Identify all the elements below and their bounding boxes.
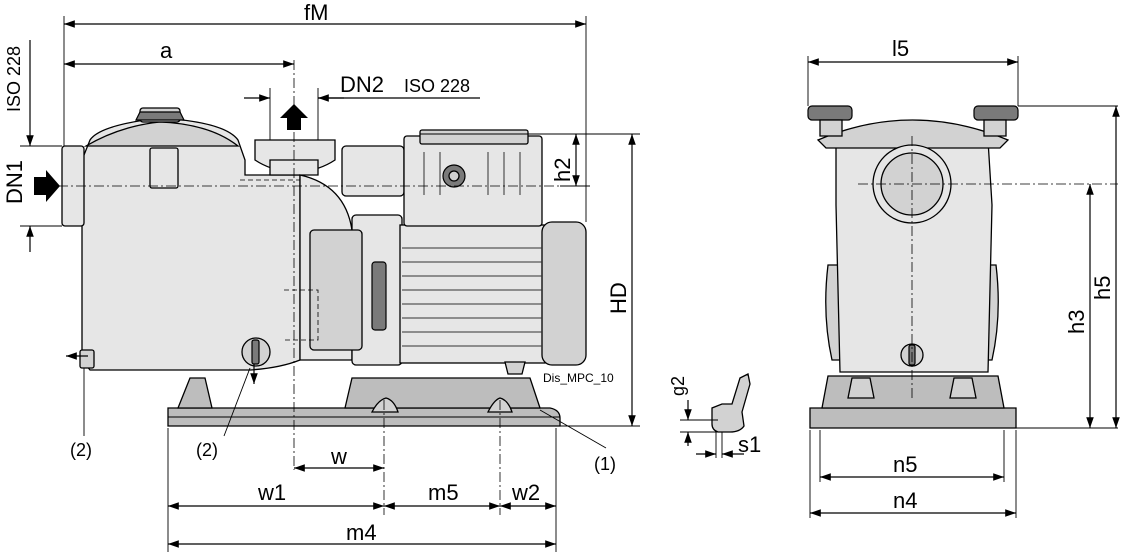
strainer-housing bbox=[61, 107, 301, 371]
label-DN2: DN2 bbox=[340, 72, 384, 97]
label-DN1: DN1 bbox=[2, 160, 27, 204]
label-m5: m5 bbox=[428, 480, 459, 505]
label-iso-top: ISO 228 bbox=[404, 76, 470, 96]
label-l5: l5 bbox=[892, 36, 909, 61]
front-view bbox=[807, 56, 1120, 518]
label-h5: h5 bbox=[1090, 276, 1115, 300]
motor-cooling-fins bbox=[402, 247, 542, 347]
label-h2: h2 bbox=[550, 158, 575, 182]
motor bbox=[399, 221, 587, 375]
label-w1: w1 bbox=[257, 480, 286, 505]
callout-1: (1) bbox=[594, 454, 616, 474]
drawing-id: Dis_MPC_10 bbox=[543, 371, 614, 385]
side-dimensions bbox=[20, 16, 640, 552]
pump-volute bbox=[299, 174, 403, 366]
label-g2: g2 bbox=[668, 376, 688, 396]
base-plate bbox=[167, 377, 561, 427]
label-fM: fM bbox=[304, 0, 328, 25]
label-s1: s1 bbox=[738, 432, 761, 457]
label-iso-side: ISO 228 bbox=[4, 46, 24, 112]
dimension-labels: fM a DN2 ISO 228 ISO 228 DN1 h2 HD Dis_M… bbox=[2, 0, 1115, 545]
outlet-flow-arrow bbox=[280, 104, 308, 130]
label-n5: n5 bbox=[893, 452, 917, 477]
controller-box bbox=[341, 129, 543, 227]
label-n4: n4 bbox=[893, 488, 917, 513]
label-w: w bbox=[330, 444, 347, 469]
label-w2: w2 bbox=[511, 480, 540, 505]
label-HD: HD bbox=[606, 282, 631, 314]
label-h3: h3 bbox=[1064, 310, 1089, 334]
side-view bbox=[34, 60, 587, 515]
foot-detail bbox=[680, 373, 751, 458]
inlet-flow-arrow bbox=[34, 170, 60, 202]
label-m4: m4 bbox=[346, 520, 377, 545]
discharge-outlet bbox=[254, 139, 336, 176]
callout-2-mid: (2) bbox=[196, 440, 218, 460]
label-a: a bbox=[160, 38, 173, 63]
callout-2-left: (2) bbox=[70, 440, 92, 460]
